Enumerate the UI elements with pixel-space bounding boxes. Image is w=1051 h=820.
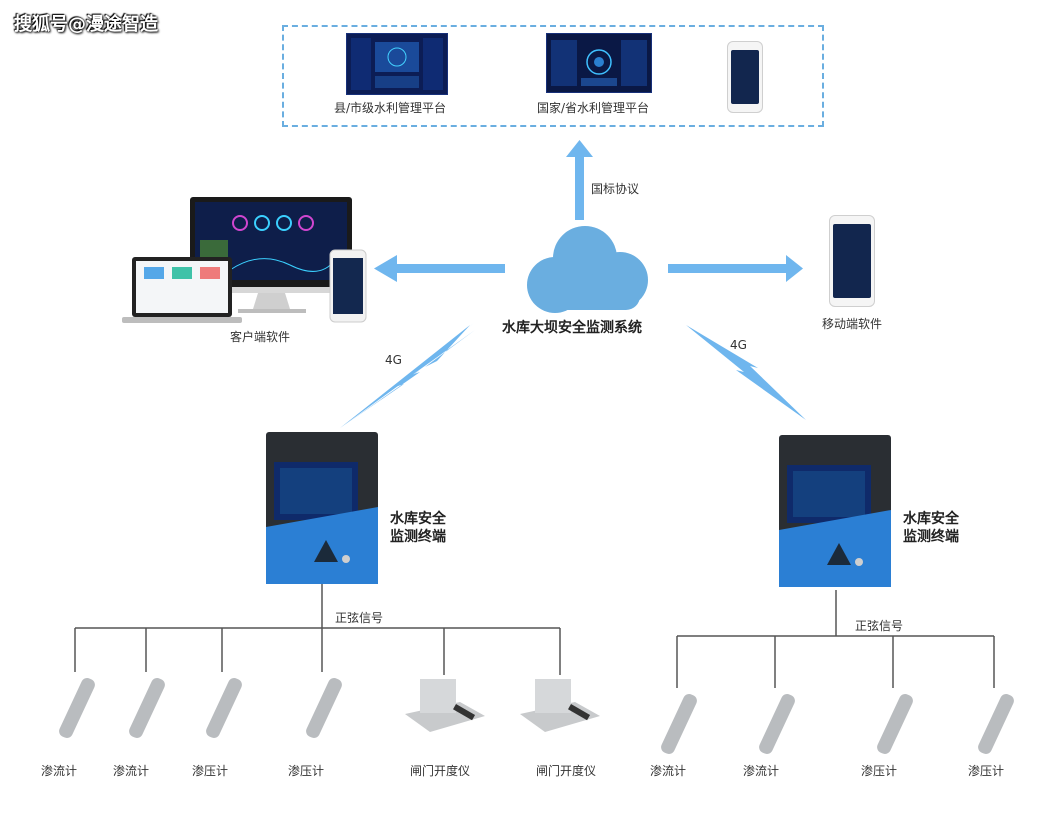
client-devices	[120, 195, 370, 325]
watermark: 搜狐号@漫途智造	[14, 14, 158, 35]
national-platform-label: 国家/省水利管理平台	[537, 101, 650, 115]
right-arrow	[668, 255, 803, 282]
left-signal-tree	[74, 583, 561, 675]
mobile-phone	[829, 215, 875, 307]
device-left-5: 闸门开度仪	[410, 764, 471, 778]
terminal-right	[779, 435, 891, 587]
sensor-right-1	[661, 694, 697, 754]
terminal-left-line1: 水库安全	[390, 511, 446, 527]
device-right-4: 渗压计	[968, 764, 1005, 778]
sensor-right-2	[759, 694, 795, 754]
device-left-3: 渗压计	[192, 764, 229, 778]
terminal-right-line1: 水库安全	[903, 511, 959, 527]
link-left-label: 4G	[385, 353, 402, 367]
mobile-software-label: 移动端软件	[822, 317, 883, 331]
platform-phone	[727, 41, 763, 113]
device-left-4: 渗压计	[288, 764, 325, 778]
protocol-label: 国标协议	[591, 182, 640, 196]
left-arrow	[374, 255, 505, 282]
county-platform-label: 县/市级水利管理平台	[334, 101, 447, 115]
client-software-label: 客户端软件	[230, 330, 291, 344]
link-right-label: 4G	[730, 338, 747, 352]
device-right-3: 渗压计	[861, 764, 898, 778]
sensor-right-4	[978, 694, 1014, 754]
platform-group-box	[282, 25, 824, 127]
signal-right-label: 正弦信号	[855, 619, 904, 633]
signal-left-label: 正弦信号	[335, 611, 384, 625]
lightning-right	[686, 325, 806, 420]
gate-meter-left-2	[520, 679, 600, 732]
cloud-icon	[527, 226, 648, 313]
terminal-left-line2: 监测终端	[390, 529, 446, 545]
device-right-2: 渗流计	[743, 764, 780, 778]
device-left-6: 闸门开度仪	[536, 764, 597, 778]
sensor-left-2	[129, 678, 165, 738]
county-platform-screen	[346, 33, 448, 95]
sensor-left-4	[306, 678, 342, 738]
sensor-left-3	[206, 678, 242, 738]
national-platform-screen	[546, 33, 652, 93]
gate-meter-left-1	[405, 679, 485, 732]
up-arrow	[566, 140, 593, 220]
device-left-1: 渗流计	[41, 764, 78, 778]
right-signal-tree	[676, 590, 995, 688]
terminal-right-line2: 监测终端	[903, 529, 959, 545]
system-title: 水库大坝安全监测系统	[502, 320, 642, 336]
device-right-1: 渗流计	[650, 764, 687, 778]
terminal-left	[266, 432, 378, 584]
sensor-left-1	[59, 678, 95, 738]
sensor-right-3	[877, 694, 913, 754]
device-left-2: 渗流计	[113, 764, 150, 778]
